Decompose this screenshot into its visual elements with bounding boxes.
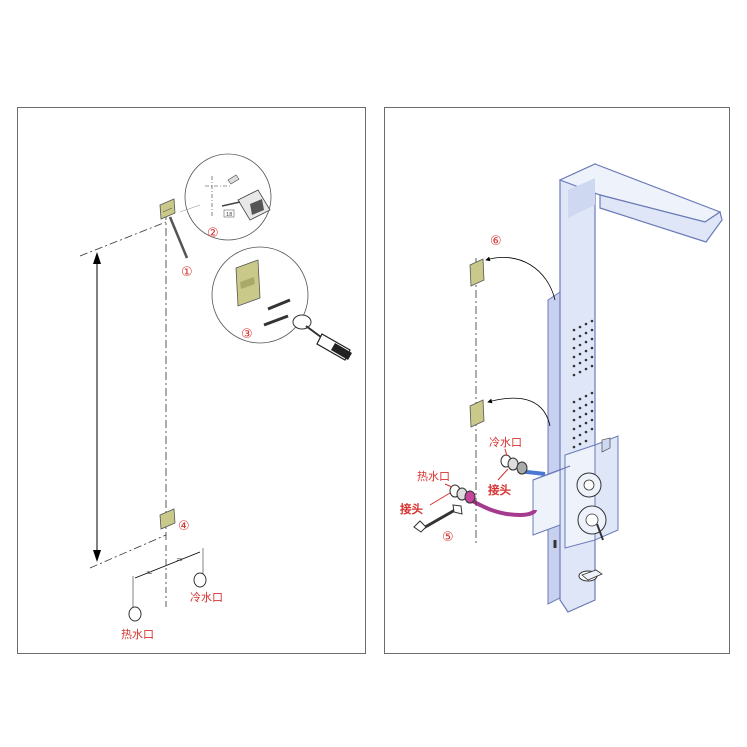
height-dimension — [93, 252, 101, 562]
wall-bracket-icon — [469, 258, 485, 287]
wrench-icon — [413, 504, 463, 533]
control-box — [564, 435, 619, 549]
hose-icon — [464, 495, 537, 518]
body-jet-nozzles — [572, 319, 594, 449]
hang-arrow-top — [485, 256, 556, 301]
drill-bit-icon — [168, 216, 189, 259]
screwdriver-icon — [292, 314, 352, 361]
spout-icon — [578, 569, 603, 582]
connector-label-left: 接头 — [400, 502, 423, 516]
wall-bracket-icon — [159, 508, 176, 530]
hot-label-arrow — [444, 483, 453, 488]
hot-outlet-label: 热水口 — [417, 470, 450, 483]
step-4-marker: ④ — [178, 519, 190, 534]
equal-mark-b: = — [176, 555, 183, 564]
cold-label-arrow — [504, 448, 508, 457]
drill-detail-callout: 18 — [184, 153, 272, 241]
step-3-marker: ③ — [241, 327, 253, 342]
drill-icon — [221, 189, 271, 221]
equal-mark-a: = — [146, 568, 153, 577]
depth-tag — [223, 209, 235, 218]
screw-icon — [227, 174, 240, 185]
connector-right-arrow — [497, 468, 509, 481]
hot-outlet-label: 热水口 — [121, 628, 154, 641]
connector-icon — [449, 454, 528, 504]
water-outlet-icon — [128, 572, 207, 622]
depth-tag-label: 18 — [226, 212, 232, 218]
step-2-marker: ② — [207, 226, 219, 241]
wall-bracket-icon — [235, 259, 261, 307]
hang-arrow-bottom — [487, 397, 551, 427]
callout-leader-2 — [179, 204, 201, 213]
bottom-guide-line — [89, 534, 167, 569]
step-1-marker: ① — [181, 265, 193, 280]
cold-outlet-label: 冷水口 — [489, 436, 522, 449]
outlet-spacing-line — [134, 551, 201, 579]
step-6-marker: ⑥ — [490, 234, 502, 249]
connector-left-arrow — [429, 492, 451, 506]
inlet-manifold — [532, 465, 571, 548]
cold-outlet-label: 冷水口 — [190, 591, 223, 604]
wall-bracket-icon — [159, 198, 176, 220]
wall-bracket-icon — [469, 399, 485, 428]
step-5-marker: ⑤ — [442, 530, 454, 545]
bracket-detail-callout — [211, 246, 309, 344]
connector-label-right: 接头 — [488, 483, 511, 497]
top-guide-line — [79, 221, 167, 257]
screw-icon — [263, 298, 291, 327]
